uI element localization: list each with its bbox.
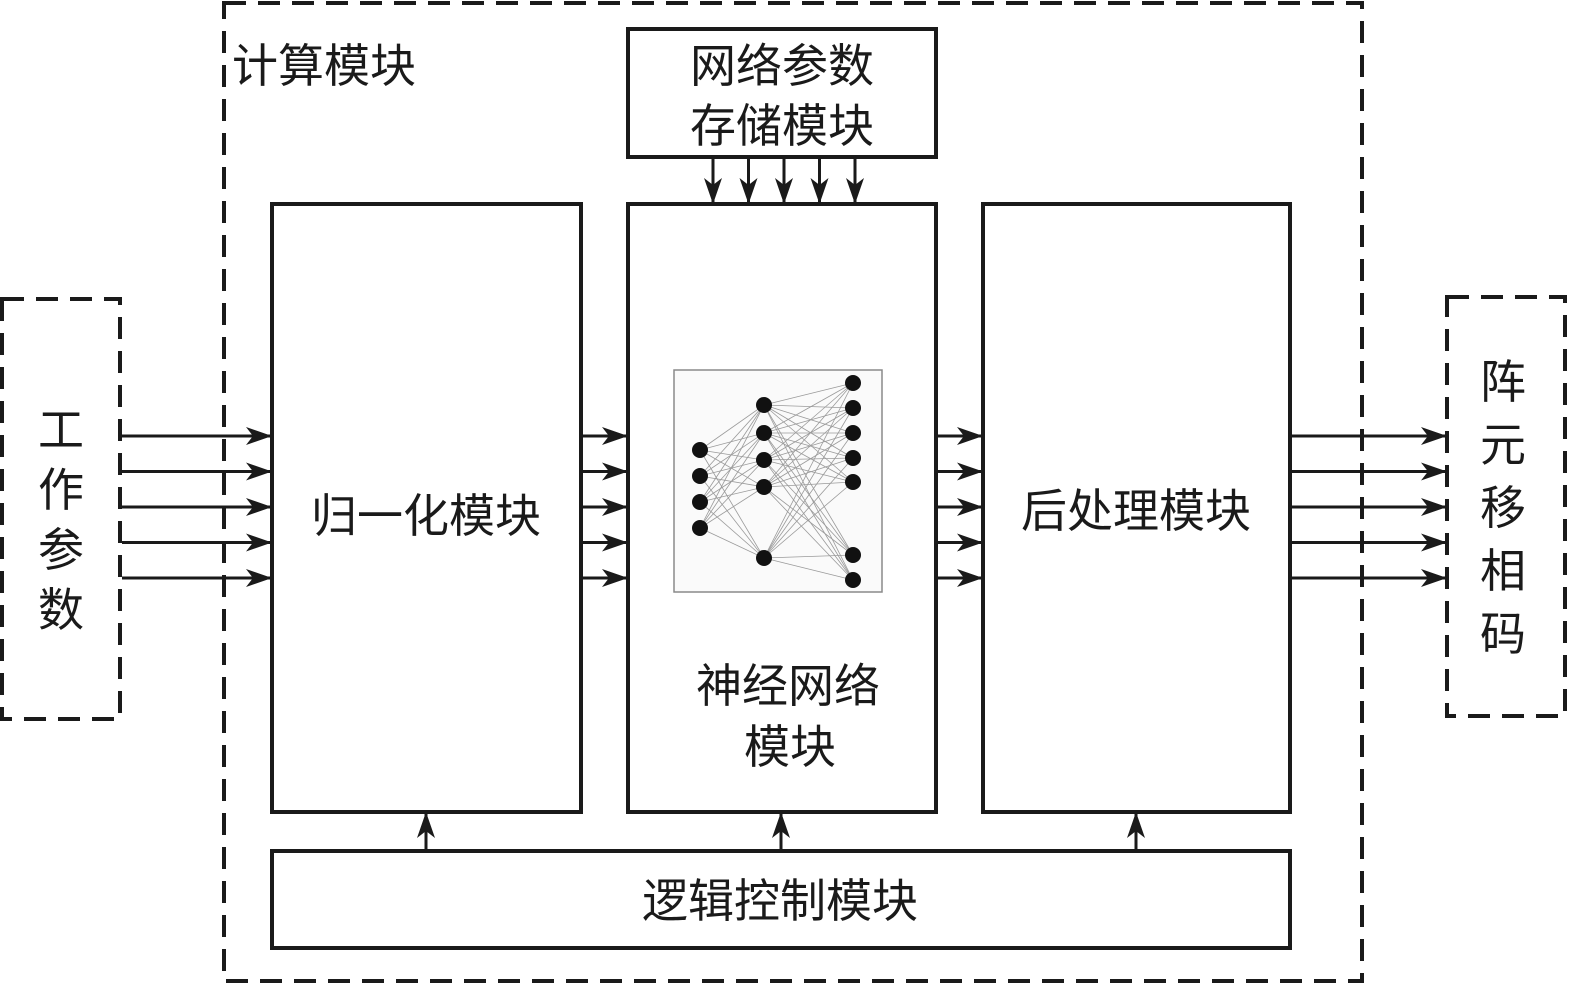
nn-connection <box>699 527 765 559</box>
nn-neuron <box>845 547 861 563</box>
logic-control-label: 逻辑控制模块 <box>642 874 918 928</box>
nn-connection <box>763 486 854 581</box>
output-char: 阵 <box>1480 355 1526 409</box>
input-char: 工 <box>38 403 84 457</box>
nn-connection <box>763 486 854 556</box>
nn-connection <box>699 404 765 477</box>
nn-neuron <box>692 442 708 458</box>
nn-connection <box>763 557 854 581</box>
param-storage-module <box>626 27 938 159</box>
nn-connection <box>763 554 854 559</box>
nn-connection <box>763 481 854 488</box>
nn-connection <box>699 432 765 529</box>
nn-connection <box>763 404 854 483</box>
normalization-label: 归一化模块 <box>311 489 541 543</box>
nn-connection <box>763 432 854 559</box>
nn-connection <box>763 457 854 461</box>
input-params-box <box>0 297 122 721</box>
postprocess-label: 后处理模块 <box>1021 484 1251 538</box>
neural-network-label-line2: 模块 <box>744 720 836 774</box>
nn-connection <box>763 404 854 409</box>
nn-neuron <box>692 468 708 484</box>
nn-connection <box>763 407 854 461</box>
logic-control-module <box>270 849 1292 950</box>
nn-connection <box>763 457 854 488</box>
input-char: 参 <box>38 523 84 577</box>
input-params-label: 工 作 参 数 <box>38 403 84 637</box>
output-char: 码 <box>1480 607 1526 661</box>
output-codes-box <box>1445 295 1567 718</box>
neural-network-illustration <box>692 375 861 588</box>
nn-connection <box>699 475 765 559</box>
nn-neuron <box>756 397 772 413</box>
nn-connection <box>699 432 765 477</box>
nn-neuron <box>692 520 708 536</box>
nn-neuron <box>845 400 861 416</box>
nn-neuron <box>756 479 772 495</box>
nn-connection <box>699 486 765 529</box>
nn-connection <box>763 382 854 434</box>
nn-connection <box>699 449 765 461</box>
nn-connection <box>763 432 854 483</box>
nn-connection <box>763 404 854 434</box>
nn-connection <box>763 382 854 559</box>
input-char: 数 <box>38 583 84 637</box>
output-char: 相 <box>1480 544 1526 598</box>
nn-connection <box>763 407 854 488</box>
nn-connection <box>763 481 854 559</box>
nn-neuron <box>756 425 772 441</box>
nn-connection <box>699 449 765 488</box>
nn-connection <box>763 432 854 461</box>
nn-connection <box>699 475 765 488</box>
output-char: 元 <box>1480 418 1526 472</box>
nn-connection <box>699 404 765 529</box>
output-char: 移 <box>1480 481 1526 535</box>
signal-arrows <box>122 158 1447 850</box>
nn-connection <box>699 432 765 503</box>
nn-connection <box>699 449 765 559</box>
nn-neuron <box>845 425 861 441</box>
compute-module-label: 计算模块 <box>232 39 416 93</box>
nn-connection <box>763 382 854 461</box>
nn-connection <box>763 407 854 559</box>
nn-connection <box>699 404 765 503</box>
output-codes-label: 阵 元 移 相 码 <box>1480 355 1526 661</box>
param-storage-label-line1: 网络参数 <box>690 39 874 93</box>
nn-connection <box>763 432 854 488</box>
nn-connection <box>763 432 854 556</box>
nn-connection <box>763 404 854 581</box>
nn-connection <box>699 501 765 559</box>
postprocess-module <box>981 202 1292 814</box>
nn-connection <box>699 404 765 451</box>
nn-connection <box>763 404 854 459</box>
nn-neuron <box>692 494 708 510</box>
nn-connection <box>763 382 854 406</box>
nn-neuron <box>845 572 861 588</box>
nn-connection <box>763 457 854 559</box>
nn-neuron <box>845 450 861 466</box>
nn-neuron <box>756 550 772 566</box>
neural-network-label-line1: 神经网络 <box>696 659 880 713</box>
normalization-module <box>270 202 583 814</box>
nn-neuron <box>845 375 861 391</box>
nn-neuron <box>845 474 861 490</box>
nn-neuron <box>756 452 772 468</box>
input-char: 作 <box>38 463 84 517</box>
nn-connection <box>763 404 854 556</box>
nn-connection <box>699 459 765 529</box>
param-storage-label-line2: 存储模块 <box>690 99 874 153</box>
compute-module-boundary <box>222 1 1364 983</box>
nn-connection <box>763 382 854 488</box>
nn-connection <box>699 432 765 451</box>
